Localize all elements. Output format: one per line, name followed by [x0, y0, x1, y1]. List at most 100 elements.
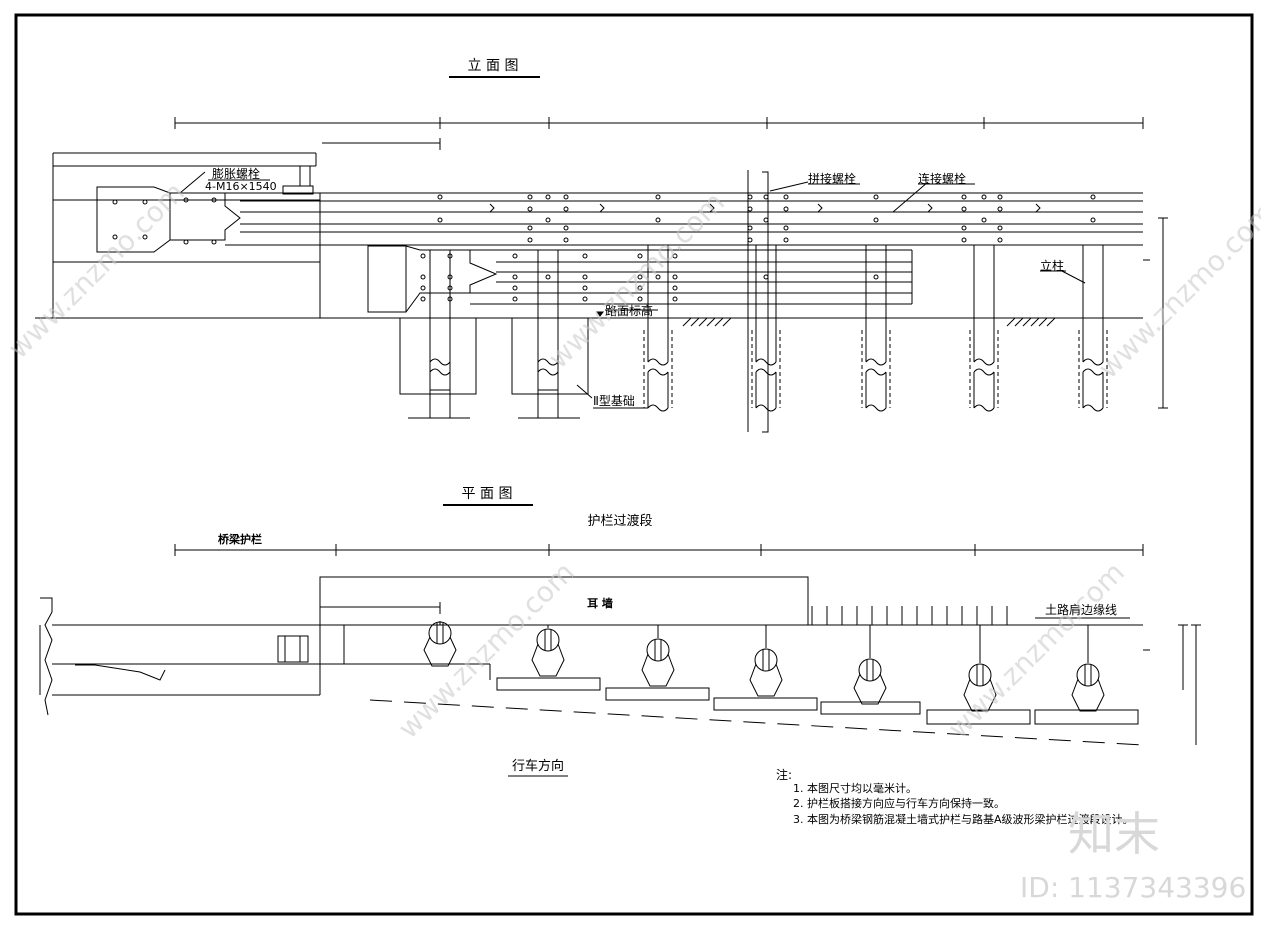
bolt-hole	[420, 253, 426, 259]
bolt-hole	[527, 237, 533, 243]
post-break	[537, 368, 559, 376]
bolt-hole	[961, 206, 967, 212]
bolt-hole	[997, 194, 1003, 200]
rail-plate	[820, 701, 921, 715]
foundation-label: Ⅱ型基础	[593, 394, 635, 408]
splice-joint	[1035, 203, 1041, 213]
bolt-hole	[563, 237, 569, 243]
watermark-brand: 知末	[1068, 807, 1160, 861]
watermark-text: www.znzmo.com	[942, 556, 1131, 745]
bolt-hole	[783, 225, 789, 231]
post-section	[858, 658, 882, 682]
note-3: 3. 本图为桥梁钢筋混凝土墙式护栏与路基A级波形梁护栏过渡段设计。	[793, 812, 1134, 826]
bolt-hole	[637, 285, 643, 291]
bolt-hole	[637, 253, 643, 259]
splice-joint	[709, 203, 715, 213]
post-break	[865, 368, 887, 376]
bolt-hole	[672, 296, 678, 302]
bolt-hole	[763, 194, 769, 200]
post-bracket	[531, 643, 565, 677]
connect-bolt-label: 连接螺栓	[918, 171, 966, 186]
bolt-hole	[763, 274, 769, 280]
post-break	[865, 404, 887, 412]
bolt-hole	[997, 206, 1003, 212]
bolt-hole	[582, 274, 588, 280]
bolt-hole	[655, 274, 661, 280]
bolt-hole	[637, 296, 643, 302]
bolt-hole	[655, 217, 661, 223]
post-section	[646, 638, 670, 662]
bolt-hole	[582, 285, 588, 291]
post-bracket	[423, 636, 457, 667]
rail-plate	[605, 687, 710, 701]
soil-hatch	[714, 317, 724, 327]
post-break	[865, 358, 887, 366]
note-1: 1. 本图尺寸均以毫米计。	[793, 781, 917, 795]
bolt-hole	[512, 253, 518, 259]
bolt-hole	[763, 217, 769, 223]
post-break	[1082, 404, 1104, 412]
bolt-hole	[512, 274, 518, 280]
expansion-bolt-label: 膨胀螺栓	[212, 166, 260, 181]
post-break	[647, 368, 669, 376]
post-break	[1082, 368, 1104, 376]
road-level-label: 路面标高	[605, 303, 653, 318]
post-break	[973, 404, 995, 412]
post-bracket	[749, 663, 783, 697]
post-break	[429, 358, 451, 366]
bolt-hole	[747, 225, 753, 231]
splice-joint	[489, 203, 495, 213]
bolt-hole	[545, 217, 551, 223]
bolt-hole	[527, 206, 533, 212]
soil-hatch	[706, 317, 716, 327]
notes-heading: 注:	[776, 767, 792, 782]
post-break	[755, 404, 777, 412]
bolt-hole	[997, 237, 1003, 243]
transition-label: 护栏过渡段	[587, 513, 652, 529]
post-bracket	[1071, 678, 1105, 712]
bolt-hole	[783, 194, 789, 200]
bolt-hole	[997, 225, 1003, 231]
bolt-hole	[747, 237, 753, 243]
lane-dashed-line	[369, 699, 1144, 746]
soil-hatch	[1014, 317, 1024, 327]
post-break	[973, 368, 995, 376]
bolt-hole	[545, 194, 551, 200]
post-break	[537, 358, 559, 366]
bolt-hole	[783, 206, 789, 212]
bolt-hole	[961, 237, 967, 243]
bolt-hole	[1090, 217, 1096, 223]
splice-bolt-label: 拼接螺栓	[808, 171, 856, 186]
ear-wall-label: 耳 墙	[587, 596, 613, 610]
bolt-hole	[873, 274, 879, 280]
post-break	[429, 368, 451, 376]
bolt-hole	[1090, 194, 1096, 200]
bolt-hole	[981, 217, 987, 223]
elevation-view: 立 面 图	[35, 58, 1168, 433]
soil-hatch	[690, 317, 700, 327]
post-bracket	[853, 673, 887, 705]
bolt-hole	[420, 296, 426, 302]
watermark-layer: www.znzmo.com www.znzmo.com www.znzmo.co…	[2, 176, 1261, 904]
plan-view: 平 面 图 护栏过渡段 桥梁护栏 耳 墙 土路肩边缘线	[39, 486, 1201, 777]
bolt-hole	[582, 296, 588, 302]
post-section	[968, 663, 992, 687]
plan-title: 平 面 图	[462, 486, 513, 502]
post-label: 立柱	[1040, 258, 1064, 273]
bolt-hole	[437, 217, 443, 223]
bolt-hole	[981, 194, 987, 200]
splice-joint	[817, 203, 823, 213]
post-section	[536, 628, 560, 652]
bolt-hole	[512, 285, 518, 291]
splice-joint	[927, 203, 933, 213]
watermark-id: ID: 1137343396	[1020, 871, 1246, 904]
bolt-hole	[527, 194, 533, 200]
post-break	[647, 358, 669, 366]
soil-hatch	[722, 317, 732, 327]
bolt-hole	[655, 194, 661, 200]
notes-block: 注: 1. 本图尺寸均以毫米计。 2. 护栏板搭接方向应与行车方向保持一致。 3…	[776, 767, 1134, 826]
post-section	[1076, 663, 1100, 687]
bolt-hole	[437, 194, 443, 200]
direction-label: 行车方向	[512, 758, 564, 774]
